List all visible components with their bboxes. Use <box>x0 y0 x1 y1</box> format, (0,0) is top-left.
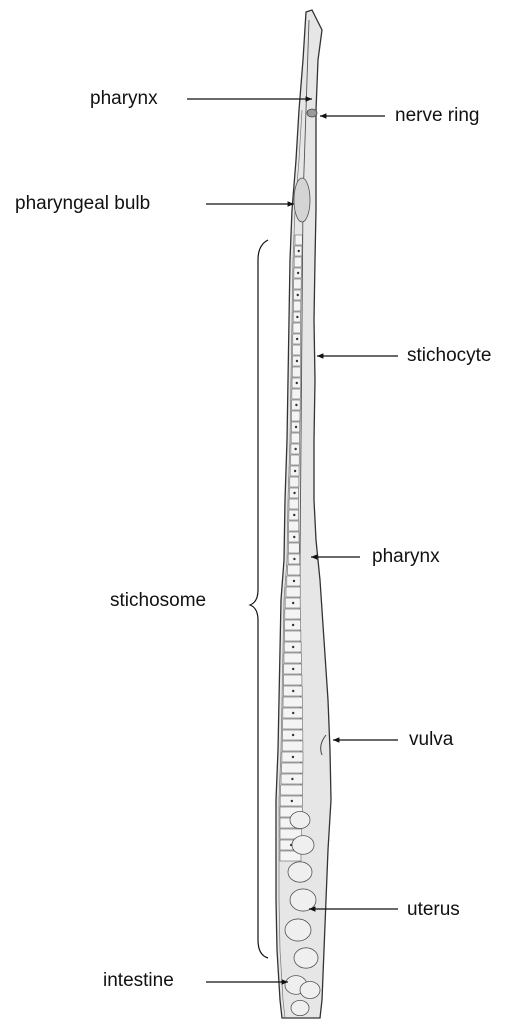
nerve-ring-mark <box>307 109 317 117</box>
egg-cell <box>290 812 310 829</box>
pharyngeal-bulb-mark <box>294 178 310 222</box>
stichocyte-cell <box>291 455 300 465</box>
label-pharyngeal-bulb: pharyngeal bulb <box>15 193 150 215</box>
arrow-vulva-head <box>333 737 339 742</box>
cell-nucleus <box>292 602 294 604</box>
stichocyte-cell <box>292 389 301 399</box>
label-intestine: intestine <box>103 970 174 992</box>
stichocyte-cell <box>286 587 300 597</box>
cell-nucleus <box>292 712 294 714</box>
cell-nucleus <box>292 734 294 736</box>
stichocyte-cell <box>292 367 300 377</box>
stichocyte-cell <box>293 345 301 355</box>
stichocyte-cell <box>295 235 302 245</box>
stichocyte-cell <box>281 763 302 773</box>
cell-nucleus <box>295 426 297 428</box>
egg-cell <box>288 862 312 882</box>
label-uterus: uterus <box>407 899 460 921</box>
cell-nucleus <box>293 580 295 582</box>
egg-cell <box>294 948 318 968</box>
stichocyte-cell <box>293 301 301 311</box>
stichocyte-cell <box>288 565 300 575</box>
arrow-nerve-ring-head <box>320 113 326 118</box>
cell-nucleus <box>294 448 296 450</box>
cell-nucleus <box>297 272 299 274</box>
stichocyte-cell <box>282 741 303 751</box>
stichocyte-cell <box>284 631 301 641</box>
cell-nucleus <box>292 690 294 692</box>
stichocyte-cell <box>294 257 301 267</box>
stichocyte-cell <box>283 697 302 707</box>
egg-cell <box>300 982 320 999</box>
stichosome-brace <box>250 240 268 958</box>
cell-nucleus <box>293 514 295 516</box>
cell-nucleus <box>292 646 294 648</box>
label-vulva: vulva <box>409 729 453 751</box>
stichocyte-cell <box>291 411 300 421</box>
cell-nucleus <box>298 250 300 252</box>
cell-nucleus <box>291 800 293 802</box>
label-stichocyte: stichocyte <box>407 345 491 367</box>
cell-nucleus <box>294 470 296 472</box>
cell-nucleus <box>291 778 293 780</box>
cell-nucleus <box>296 360 298 362</box>
cell-nucleus <box>292 668 294 670</box>
stichocyte-cell <box>288 543 299 553</box>
cell-nucleus <box>292 756 294 758</box>
stichocyte-cell <box>294 279 302 289</box>
stichocyte-cell <box>285 609 301 619</box>
stichocyte-cell <box>289 521 299 531</box>
arrow-stichocyte-head <box>317 353 323 358</box>
stichocyte-cell <box>290 477 299 487</box>
cell-nucleus <box>297 294 299 296</box>
label-pharynx-top: pharynx <box>90 88 158 110</box>
stichocyte-cell <box>293 323 301 333</box>
egg-cell <box>285 919 311 941</box>
egg-cell <box>291 1000 309 1015</box>
stichocyte-cell <box>284 653 301 663</box>
stichocyte-cell <box>291 433 300 443</box>
cell-nucleus <box>292 624 294 626</box>
label-stichosome: stichosome <box>110 590 206 612</box>
stichocyte-cell <box>281 785 303 795</box>
egg-cell <box>292 836 314 855</box>
stichocyte-cell <box>283 719 303 729</box>
stichocyte-cell <box>284 675 302 685</box>
cell-nucleus <box>295 404 297 406</box>
stichocyte-cell <box>289 499 298 509</box>
label-nerve-ring: nerve ring <box>395 105 480 127</box>
cell-nucleus <box>296 338 298 340</box>
label-pharynx-mid: pharynx <box>372 546 440 568</box>
cell-nucleus <box>293 558 295 560</box>
cell-nucleus <box>296 316 298 318</box>
cell-nucleus <box>296 382 298 384</box>
cell-nucleus <box>293 536 295 538</box>
cell-nucleus <box>293 492 295 494</box>
